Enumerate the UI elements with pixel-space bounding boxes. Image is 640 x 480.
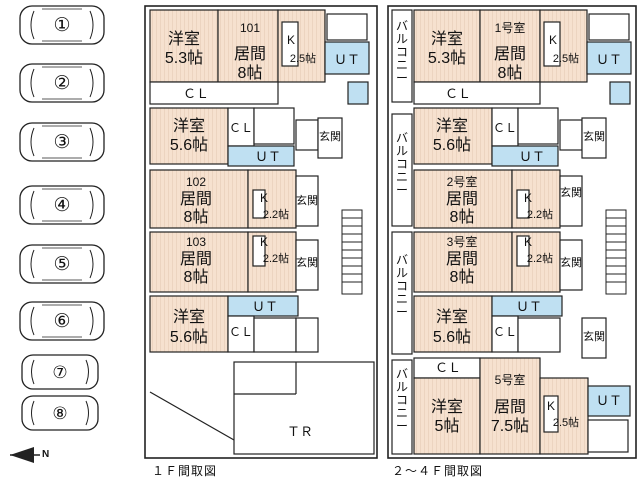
unit-number: 2号室 (447, 174, 478, 189)
room-size: 5.3帖 (428, 49, 466, 67)
room-size: 5.6帖 (433, 328, 471, 346)
ut-label: ＵＴ (252, 299, 278, 314)
closet-label: ＣＬ (229, 325, 253, 339)
parking-number: ④ (53, 195, 70, 216)
kitchen-size: 2.5帖 (290, 52, 316, 65)
entrance-label: 玄関 (583, 129, 605, 143)
ut-label: ＵＴ (516, 299, 542, 314)
room-size: 8帖 (450, 208, 475, 226)
unit-number: 102 (186, 175, 206, 189)
kitchen-label: K (547, 399, 555, 413)
ut-label: ＵＴ (255, 149, 281, 164)
ut-label: ＵＴ (334, 52, 360, 67)
balcony-label: バルコニー (396, 19, 408, 85)
unit-number: 5号室 (495, 372, 526, 387)
room-size: 8帖 (184, 208, 209, 226)
room-size: 7.5帖 (491, 417, 529, 435)
balcony-labels: バルコニー バルコニー バルコニー バルコニー (396, 19, 408, 433)
room-label: 洋室 (173, 117, 205, 135)
closet-label: ＣＬ (183, 86, 209, 101)
ut-label: ＵＴ (596, 393, 622, 408)
kitchen-size: 2.2帖 (263, 208, 289, 221)
room-size: 8帖 (238, 64, 263, 82)
floor1-caption: １Ｆ間取図 (152, 464, 218, 478)
ut-label: ＵＴ (519, 149, 545, 164)
parking-number: ① (53, 15, 70, 36)
kitchen-label: K (260, 235, 268, 249)
room-label: 洋室 (431, 30, 463, 48)
room-label: 居間 (234, 46, 266, 63)
parking-number: ③ (53, 132, 70, 153)
floor24-labels: バルコニー バルコニー バルコニー バルコニー 1号室 洋室 5.3帖 居間 8… (396, 19, 622, 435)
room-label: 居間 (494, 399, 526, 416)
entrance-label: 玄関 (560, 185, 582, 199)
parking-number: ② (53, 73, 70, 94)
entrance-label: 玄関 (560, 255, 582, 269)
kitchen-size: 2.5帖 (553, 52, 579, 65)
room-size: 5帖 (435, 417, 460, 435)
room-label: 洋室 (173, 308, 205, 326)
parking-number: ⑦ (52, 363, 67, 382)
room-label: 洋室 (436, 308, 468, 326)
parking-number: ⑧ (52, 404, 67, 423)
unit-number: 3号室 (447, 234, 478, 249)
kitchen-label: K (549, 33, 557, 47)
room-size: 5.6帖 (433, 136, 471, 154)
floor24-plan (387, 5, 637, 459)
kitchen-size: 2.2帖 (527, 252, 553, 265)
room-label: 居間 (446, 191, 478, 208)
room-size: 8帖 (498, 64, 523, 82)
room-size: 8帖 (184, 268, 209, 286)
north-label: N (42, 449, 50, 460)
floor1-labels: 101 洋室 5.3帖 居間 8帖 K 2.5帖 ＣＬ ＵＴ 洋室 5.6帖 Ｃ… (165, 21, 360, 439)
room-label: 洋室 (436, 117, 468, 135)
kitchen-label: K (287, 33, 295, 47)
room-label: 居間 (494, 46, 526, 63)
closet-label: ＣＬ (445, 86, 471, 101)
unit-number: 103 (186, 235, 206, 249)
kitchen-label: K (524, 191, 532, 205)
closet-label: ＣＬ (493, 121, 517, 135)
room-size: 8帖 (450, 268, 475, 286)
closet-label: ＣＬ (435, 360, 461, 375)
unit-number: 1号室 (495, 20, 526, 35)
parking-lot: ① ② ③ ④ ⑤ ⑥ ⑦ ⑧ (19, 5, 105, 431)
balcony-label: バルコニー (396, 131, 408, 197)
room-label: 居間 (446, 251, 478, 268)
room-size: 5.3帖 (165, 49, 203, 67)
balcony-label: バルコニー (396, 367, 408, 433)
room-size: 5.6帖 (170, 136, 208, 154)
entrance-label: 玄関 (583, 329, 605, 343)
kitchen-size: 2.2帖 (527, 208, 553, 221)
kitchen-size: 2.5帖 (553, 416, 579, 429)
parking-number: ⑤ (53, 254, 70, 275)
north-arrow-icon (10, 447, 40, 463)
room-label: 洋室 (431, 398, 463, 416)
room-size: 5.6帖 (170, 328, 208, 346)
balcony-label: バルコニー (396, 253, 408, 319)
room-label: 洋室 (168, 30, 200, 48)
floor1-plan (144, 5, 378, 459)
closet-label: ＣＬ (493, 325, 517, 339)
entrance-label: 玄関 (296, 193, 318, 207)
floor24-caption: ２～４Ｆ間取図 (392, 464, 484, 478)
ut-label: ＵＴ (596, 52, 622, 67)
trash-label: ＴＲ (287, 424, 313, 439)
closet-label: ＣＬ (229, 121, 253, 135)
unit-number: 101 (240, 21, 260, 35)
entrance-label: 玄関 (296, 255, 318, 269)
parking-number: ⑥ (53, 311, 70, 332)
room-label: 居間 (180, 251, 212, 268)
kitchen-size: 2.2帖 (263, 252, 289, 265)
room-label: 居間 (180, 191, 212, 208)
entrance-label: 玄関 (319, 129, 341, 143)
kitchen-label: K (260, 191, 268, 205)
kitchen-label: K (524, 235, 532, 249)
